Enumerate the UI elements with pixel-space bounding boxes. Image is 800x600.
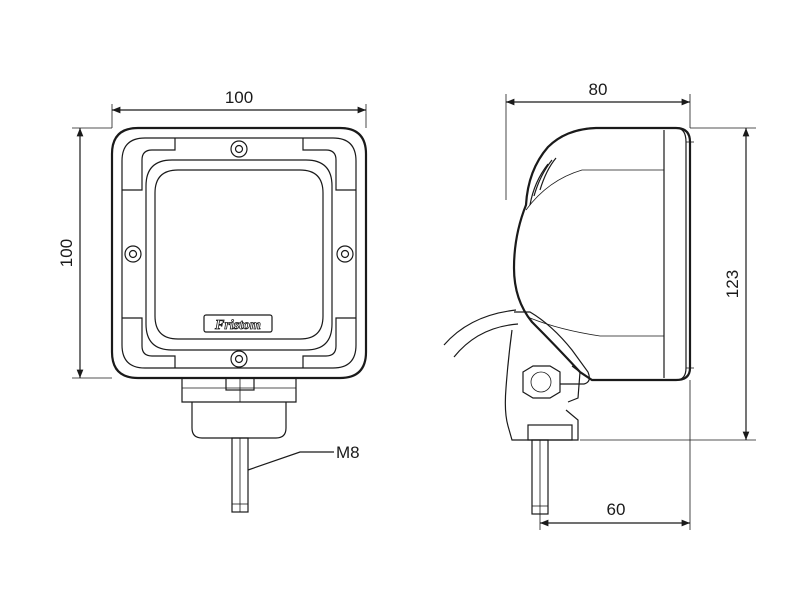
brand-logo: Fristom [214, 318, 261, 333]
hex-nut [522, 365, 561, 399]
side-height-dimension: 123 [723, 270, 742, 298]
screw-right [336, 245, 354, 263]
brand-logo-plate [203, 314, 273, 333]
screw-top [230, 140, 248, 158]
screw-bottom [230, 350, 248, 368]
side-view: 80 123 60 [443, 80, 756, 530]
front-width-dimension: 100 [225, 88, 253, 107]
thread-label: M8 [336, 443, 360, 462]
mounting-bolt [231, 437, 249, 513]
side-base-dimension: 60 [607, 500, 626, 519]
side-bolt [531, 439, 549, 515]
screw-left [124, 245, 142, 263]
front-height-dimension: 100 [57, 239, 76, 267]
front-view: Fristom M8 100 100 [57, 88, 368, 513]
side-depth-dimension: 80 [589, 80, 608, 99]
